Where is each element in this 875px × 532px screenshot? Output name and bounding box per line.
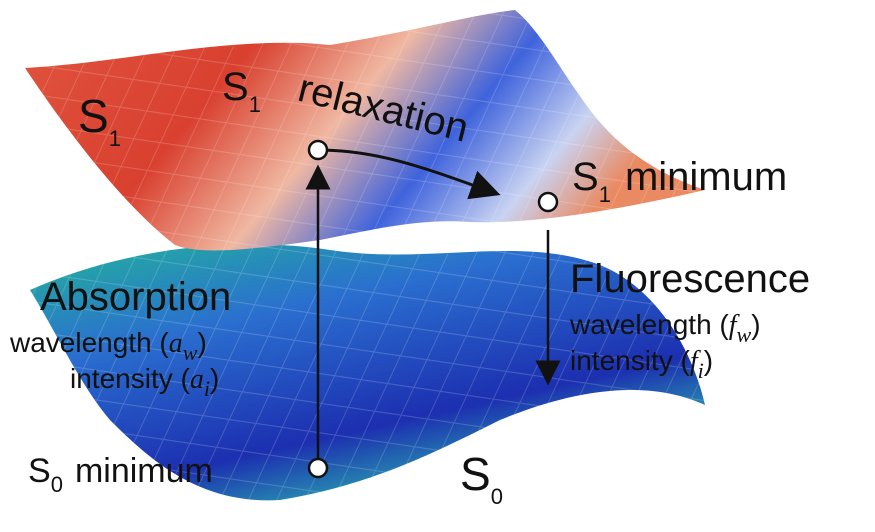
fluorescence-wavelength-label: wavelength (fw) — [569, 309, 761, 347]
s1-surface — [25, 10, 705, 251]
s0-minimum-point — [307, 457, 329, 479]
absorption-label: Absorption — [40, 275, 231, 319]
s1-relaxation-label: S1 — [222, 65, 261, 117]
fluorescence-intensity-label: intensity (fi) — [570, 345, 713, 383]
s0-surface-label: S0 — [460, 448, 503, 509]
s0-surface — [30, 244, 705, 501]
franck-condon-point — [307, 139, 329, 161]
absorption-wavelength-label: wavelength (aw) — [9, 327, 207, 365]
s1-surface-label: S1 — [78, 90, 121, 151]
fluorescence-label: Fluorescence — [570, 257, 810, 301]
absorption-intensity-label: intensity (ai) — [70, 363, 219, 401]
s1-minimum-point — [537, 191, 559, 213]
relaxation-arrow — [317, 148, 501, 200]
